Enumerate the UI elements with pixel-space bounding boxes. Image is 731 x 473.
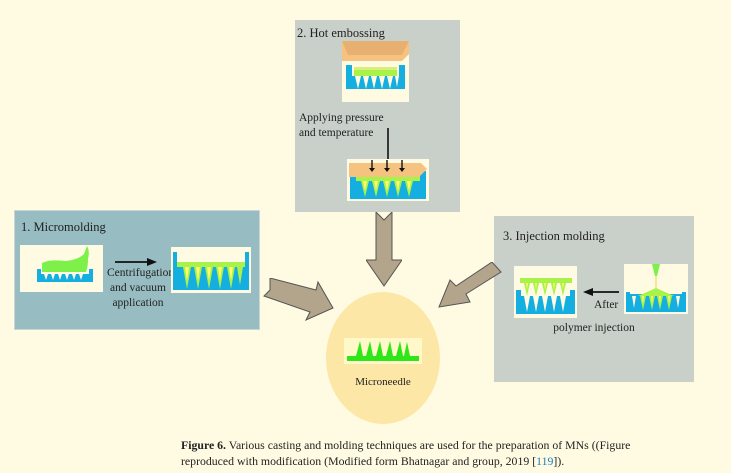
injection-molding-title: 3. Injection molding — [503, 229, 605, 243]
injection-molding-panel: 3. Injection molding — [494, 216, 694, 382]
hot-embossing-before-image — [342, 41, 409, 102]
injection-molding-injector-image — [624, 264, 688, 314]
block-arrow-right-icon — [263, 278, 334, 322]
microneedle-label: Microneedle — [355, 376, 411, 388]
injection-molding-step-label-2: polymer injection — [553, 322, 635, 334]
micromolding-step-label-2: and vacuum — [110, 282, 166, 294]
caption-text-line1: Various casting and molding techniques a… — [226, 438, 631, 452]
micromolding-step-label-1: Centrifugation — [107, 267, 175, 279]
microneedle-image — [344, 338, 422, 364]
block-arrow-left-icon — [438, 262, 502, 308]
micromolding-title: 1. Micromolding — [21, 220, 106, 234]
injection-molding-step-label-1: After — [594, 299, 619, 311]
figure-label: Figure 6. — [181, 438, 226, 452]
hot-embossing-step-label-2: and temperature — [299, 127, 374, 139]
micromolding-before-image — [20, 245, 103, 292]
injection-molding-result-image — [514, 266, 577, 318]
right-arrow-icon — [115, 258, 157, 266]
micromolding-step-label-3: application — [112, 297, 164, 309]
left-arrow-icon — [583, 288, 619, 296]
micromolding-after-image — [171, 247, 251, 293]
caption-text-line2-end: ]). — [553, 454, 565, 468]
hot-embossing-title: 2. Hot embossing — [297, 26, 385, 40]
hot-embossing-step-label-1: Applying pressure — [299, 112, 384, 124]
figure-caption: Figure 6. Various casting and molding te… — [181, 437, 726, 469]
block-arrow-down-icon — [366, 212, 402, 287]
caption-text-line2: reproduced with modification (Modified f… — [181, 454, 537, 468]
micromolding-panel: 1. Micromolding Centrifugation and vacuu… — [14, 210, 260, 330]
reference-link[interactable]: 119 — [536, 454, 554, 468]
hot-embossing-after-image — [347, 159, 429, 201]
hot-embossing-panel: 2. Hot embossing Applying pressure and t… — [295, 20, 460, 212]
